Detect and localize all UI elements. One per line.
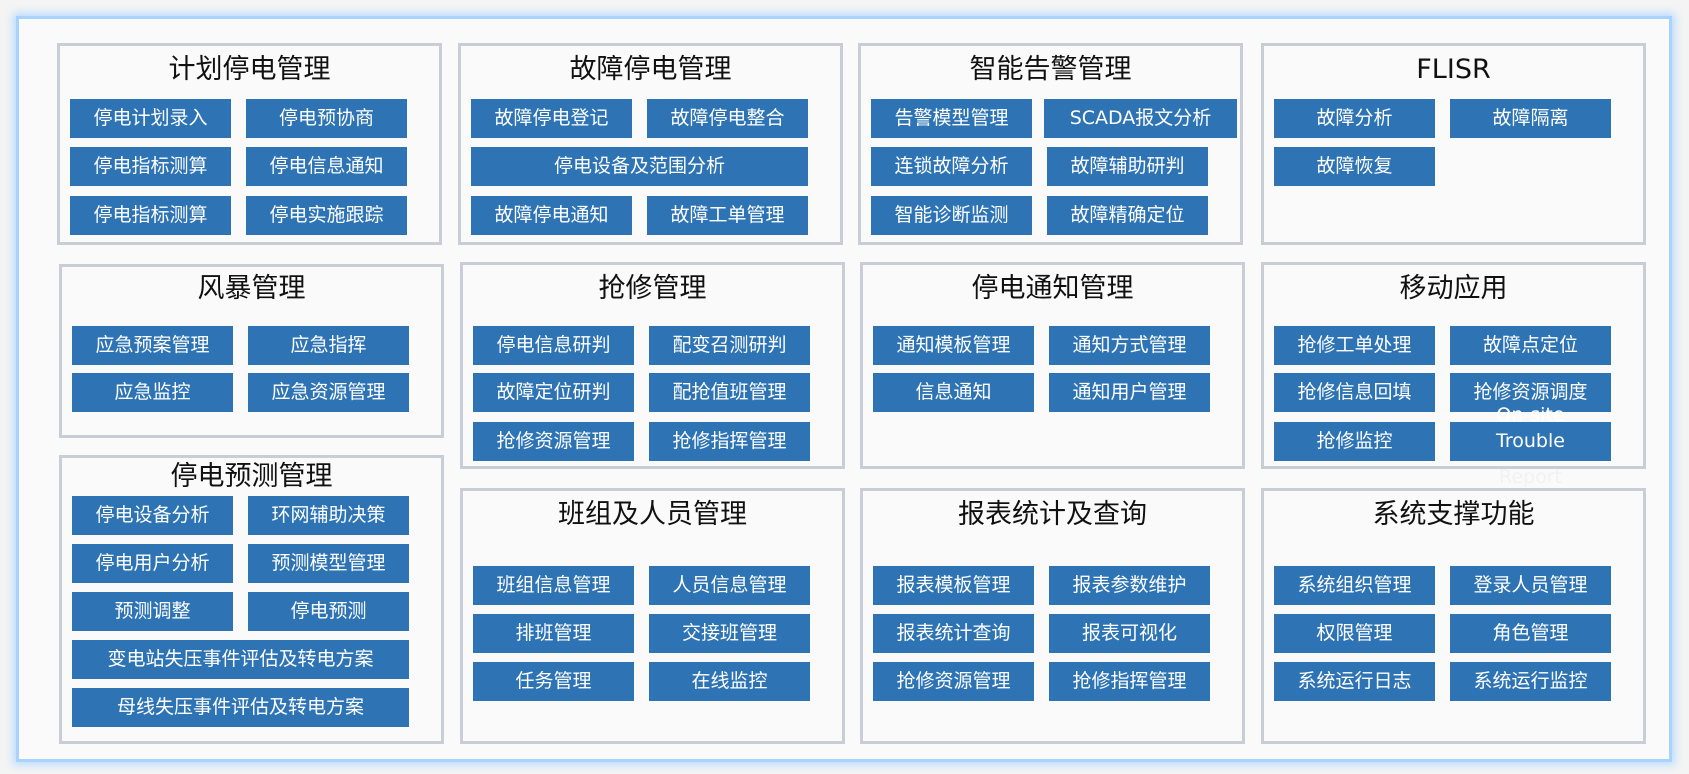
module-button[interactable]: 停电计划录入 (70, 99, 231, 138)
module-button[interactable]: 停电用户分析 (72, 544, 233, 583)
module-button[interactable]: 抢修监控 (1274, 422, 1435, 461)
panel-0: 计划停电管理停电计划录入停电预协商停电指标测算停电信息通知停电指标测算停电实施跟… (57, 43, 442, 245)
module-button[interactable]: 故障停电登记 (471, 99, 632, 138)
module-button[interactable]: 抢修资源管理 (873, 662, 1034, 701)
module-button[interactable]: 停电设备分析 (72, 496, 233, 535)
module-button[interactable]: 班组信息管理 (473, 566, 634, 605)
module-button[interactable]: 报表参数维护 (1049, 566, 1210, 605)
module-button[interactable]: 系统组织管理 (1274, 566, 1435, 605)
module-button[interactable]: 环网辅助决策 (248, 496, 409, 535)
module-button[interactable]: 连锁故障分析 (871, 147, 1032, 186)
module-button[interactable]: 应急资源管理 (248, 373, 409, 412)
module-button[interactable]: 角色管理 (1450, 614, 1611, 653)
module-button[interactable]: 系统运行日志 (1274, 662, 1435, 701)
module-button[interactable]: 通知方式管理 (1049, 326, 1210, 365)
panel-2: 智能告警管理告警模型管理 SCADA报文分析连锁故障分析故障辅助研判智能诊断监测故… (858, 43, 1243, 245)
module-button[interactable]: SCADA报文分析 (1044, 99, 1237, 138)
module-button[interactable]: 故障停电整合 (647, 99, 808, 138)
panel-title: 报表统计及查询 (958, 499, 1147, 530)
module-button[interactable]: 通知模板管理 (873, 326, 1034, 365)
module-button[interactable]: 抢修资源管理 (473, 422, 634, 461)
module-button[interactable]: 停电预测 (248, 592, 409, 631)
module-button[interactable]: 故障点定位 (1450, 326, 1611, 365)
panel-title: 计划停电管理 (168, 54, 331, 85)
overlay-text-bottom: Report (1499, 466, 1562, 488)
overlay-text-top: On-site (1496, 404, 1565, 426)
module-button[interactable]: 预测模型管理 (248, 544, 409, 583)
module-button[interactable]: 报表可视化 (1049, 614, 1210, 653)
module-button[interactable]: 故障恢复 (1274, 147, 1435, 186)
module-button[interactable]: 配抢值班管理 (649, 373, 810, 412)
module-button[interactable]: 故障精确定位 (1047, 196, 1208, 235)
panel-title: 抢修管理 (598, 273, 707, 304)
module-button[interactable]: 交接班管理 (649, 614, 810, 653)
module-button[interactable]: 应急监控 (72, 373, 233, 412)
module-button[interactable]: 智能诊断监测 (871, 196, 1032, 235)
module-button[interactable]: 母线失压事件评估及转电方案 (72, 688, 409, 727)
module-button[interactable]: 故障隔离 (1450, 99, 1611, 138)
module-button[interactable]: 报表模板管理 (873, 566, 1034, 605)
module-button[interactable]: 应急预案管理 (72, 326, 233, 365)
panel-title: 班组及人员管理 (558, 499, 747, 530)
module-button[interactable]: 抢修指挥管理 (1049, 662, 1210, 701)
module-button[interactable]: 停电信息研判 (473, 326, 634, 365)
module-button[interactable]: 停电指标测算 (70, 147, 231, 186)
panel-title: 停电预测管理 (170, 461, 333, 492)
panel-title: 系统支撑功能 (1372, 499, 1535, 530)
module-button[interactable]: 应急指挥 (248, 326, 409, 365)
module-button[interactable]: 抢修资源调度 (1450, 373, 1611, 412)
module-button[interactable]: 报表统计查询 (873, 614, 1034, 653)
module-button[interactable]: 告警模型管理 (871, 99, 1032, 138)
module-button[interactable]: 通知用户管理 (1049, 373, 1210, 412)
module-button[interactable]: 权限管理 (1274, 614, 1435, 653)
panel-6: 停电通知管理通知模板管理通知方式管理信息通知通知用户管理 (860, 262, 1245, 469)
module-button[interactable]: 变电站失压事件评估及转电方案 (72, 640, 409, 679)
panel-4: 风暴管理应急预案管理应急指挥应急监控应急资源管理 (59, 264, 444, 438)
panel-10: 报表统计及查询报表模板管理报表参数维护报表统计查询报表可视化抢修资源管理抢修指挥… (860, 488, 1245, 744)
module-button[interactable]: 故障辅助研判 (1047, 147, 1208, 186)
panel-title: 移动应用 (1399, 273, 1508, 304)
module-button[interactable]: 人员信息管理 (649, 566, 810, 605)
module-button[interactable]: 系统运行监控 (1450, 662, 1611, 701)
panel-title: 风暴管理 (197, 273, 306, 304)
module-button[interactable]: 抢修信息回填 (1274, 373, 1435, 412)
module-button[interactable]: 停电设备及范围分析 (471, 147, 808, 186)
module-button[interactable]: 预测调整 (72, 592, 233, 631)
module-button[interactable]: 停电指标测算 (70, 196, 231, 235)
panel-title: 故障停电管理 (569, 54, 732, 85)
module-button[interactable]: 在线监控 (649, 662, 810, 701)
module-button[interactable]: 抢修工单处理 (1274, 326, 1435, 365)
panel-9: 班组及人员管理班组信息管理人员信息管理排班管理交接班管理任务管理在线监控 (460, 488, 845, 744)
module-button[interactable]: 故障停电通知 (471, 196, 632, 235)
module-button[interactable]: 故障定位研判 (473, 373, 634, 412)
panel-title: 智能告警管理 (969, 54, 1132, 85)
module-button[interactable]: 配变召测研判 (649, 326, 810, 365)
panel-title: FLISR (1416, 54, 1491, 85)
panel-8: 停电预测管理停电设备分析环网辅助决策停电用户分析预测模型管理预测调整停电预测变电… (59, 455, 444, 744)
module-button[interactable]: 停电信息通知 (246, 147, 407, 186)
module-button[interactable]: 任务管理 (473, 662, 634, 701)
panel-5: 抢修管理停电信息研判配变召测研判故障定位研判配抢值班管理抢修资源管理抢修指挥管理 (460, 262, 845, 469)
module-button[interactable]: 停电实施跟踪 (246, 196, 407, 235)
module-button[interactable]: 信息通知 (873, 373, 1034, 412)
module-button[interactable]: 故障分析 (1274, 99, 1435, 138)
module-button[interactable]: 停电预协商 (246, 99, 407, 138)
module-button[interactable]: 登录人员管理 (1450, 566, 1611, 605)
panel-11: 系统支撑功能系统组织管理登录人员管理权限管理角色管理系统运行日志系统运行监控 (1261, 488, 1646, 744)
panel-title: 停电通知管理 (971, 273, 1134, 304)
panel-1: 故障停电管理故障停电登记故障停电整合停电设备及范围分析故障停电通知故障工单管理 (458, 43, 843, 245)
panel-3: FLISR 故障分析故障隔离故障恢复 (1261, 43, 1646, 245)
module-button[interactable]: 故障工单管理 (647, 196, 808, 235)
module-button[interactable]: 排班管理 (473, 614, 634, 653)
module-button[interactable]: 抢修指挥管理 (649, 422, 810, 461)
